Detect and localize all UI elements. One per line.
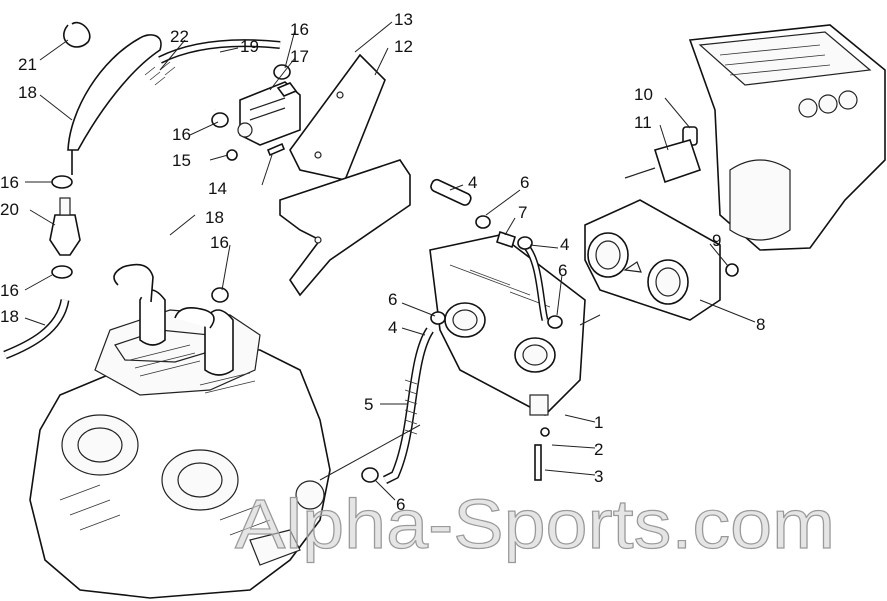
engine-block — [29, 263, 331, 599]
callout-22: 22 — [170, 27, 189, 46]
fuel-hose-19 — [158, 39, 281, 64]
callout-6-bottom: 6 — [396, 495, 405, 514]
callout-4-left: 4 — [388, 318, 397, 337]
mounting-bracket — [289, 53, 386, 181]
callout-16-c: 16 — [210, 233, 229, 252]
callout-21: 21 — [18, 55, 37, 74]
callout-17: 17 — [290, 47, 309, 66]
fitting-7 — [496, 230, 516, 249]
callout-18-left: 18 — [18, 83, 37, 102]
vent-tube-4 — [430, 178, 472, 206]
callout-14: 14 — [208, 179, 227, 198]
callout-8: 8 — [756, 315, 765, 334]
fuel-hose-upper — [67, 34, 162, 175]
hose-clip-21 — [63, 21, 91, 48]
callout-18-mid: 18 — [205, 208, 224, 227]
callout-labels: 1 2 3 4 4 4 5 6 6 6 6 7 8 9 10 11 12 13 … — [0, 10, 765, 514]
fuel-hose-lower — [3, 298, 70, 360]
callout-16-d: 16 — [0, 173, 19, 192]
callout-18-bottom: 18 — [0, 307, 19, 326]
callout-16-e: 16 — [0, 281, 19, 300]
fuel-pump — [237, 81, 301, 146]
leader-lines — [24, 21, 756, 501]
nut-15 — [226, 149, 238, 161]
fuel-filter — [49, 197, 81, 256]
callout-2: 2 — [594, 440, 603, 459]
callout-4-right: 4 — [560, 235, 569, 254]
callout-20: 20 — [0, 200, 19, 219]
hose-clamps — [51, 64, 291, 303]
callout-5: 5 — [364, 395, 373, 414]
callout-19: 19 — [240, 37, 259, 56]
carburetor-assembly — [429, 234, 586, 481]
intake-silencer — [688, 24, 886, 251]
callout-11: 11 — [634, 113, 652, 132]
vent-hose-4-right — [522, 242, 549, 321]
callout-16-a: 16 — [290, 20, 309, 39]
screw-14 — [266, 142, 286, 157]
callout-6-top: 6 — [520, 173, 529, 192]
clamps-6 — [361, 215, 563, 483]
callout-16-b: 16 — [172, 125, 191, 144]
callout-13: 13 — [394, 10, 413, 29]
callout-12: 12 — [394, 37, 413, 56]
hose-spring — [144, 61, 176, 86]
callout-9: 9 — [712, 231, 721, 250]
callout-7: 7 — [518, 203, 527, 222]
callout-4-top: 4 — [468, 173, 477, 192]
callout-15: 15 — [172, 151, 191, 170]
drain-hose-5 — [382, 327, 434, 485]
callout-1: 1 — [594, 413, 603, 432]
callout-10: 10 — [634, 85, 653, 104]
grommet-9 — [725, 263, 739, 277]
callout-3: 3 — [594, 467, 603, 486]
intake-adapter-8 — [584, 199, 721, 321]
vent-hose-loop — [135, 79, 217, 292]
callout-6-right: 6 — [558, 261, 567, 280]
heat-shield — [279, 159, 411, 297]
watermark-text: Alpha-Sports.com — [235, 485, 835, 563]
callout-6-left: 6 — [388, 290, 397, 309]
coil-11 — [624, 139, 702, 184]
